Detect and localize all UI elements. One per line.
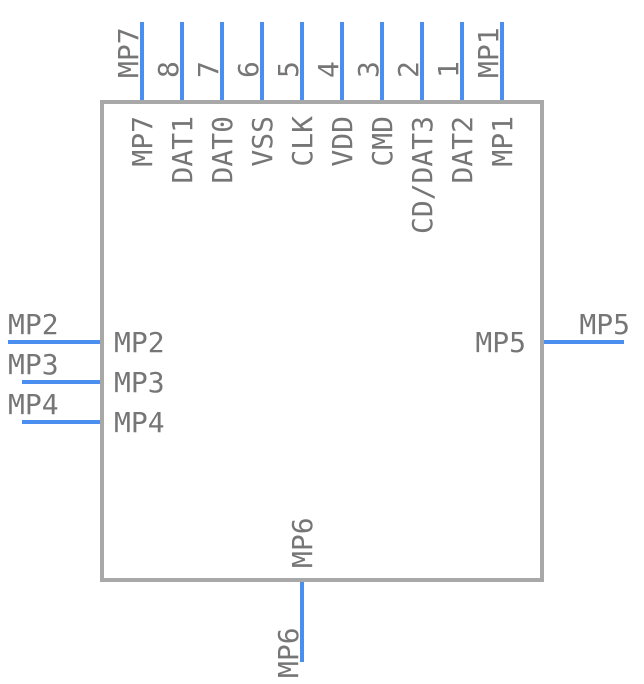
top-pin-8-signal: CD/DAT3 [406, 116, 439, 234]
left-pin-2-signal: MP3 [114, 366, 165, 399]
top-pin-5-signal: CLK [286, 116, 319, 167]
pin-group: MP7MP78DAT17DAT06VSS5CLK4VDD3CMD2CD/DAT3… [8, 22, 630, 678]
top-pin-1-number: MP7 [112, 27, 145, 78]
top-pin-10-signal: MP1 [486, 116, 519, 167]
right-pin-1-signal: MP5 [475, 326, 526, 359]
right-pin-1-number: MP5 [579, 308, 630, 341]
top-pin-7-number: 3 [352, 61, 385, 78]
top-pin-6-signal: VDD [326, 116, 359, 167]
left-pin-2-number: MP3 [8, 348, 59, 381]
top-pin-10-number: MP1 [472, 27, 505, 78]
top-pin-3-number: 7 [192, 61, 225, 78]
top-pin-9-signal: DAT2 [446, 116, 479, 183]
top-pin-3-signal: DAT0 [206, 116, 239, 183]
top-pin-5-number: 5 [272, 61, 305, 78]
left-pin-3-number: MP4 [8, 388, 59, 421]
left-pin-3-signal: MP4 [114, 406, 165, 439]
top-pin-7-signal: CMD [366, 116, 399, 167]
top-pin-9-number: 1 [432, 61, 465, 78]
top-pin-4-signal: VSS [246, 116, 279, 167]
bottom-pin-1-number: MP6 [272, 627, 305, 678]
top-pin-1-signal: MP7 [126, 116, 159, 167]
top-pin-6-number: 4 [312, 61, 345, 78]
left-pin-1-number: MP2 [8, 308, 59, 341]
component-body [100, 100, 544, 582]
left-pin-1-signal: MP2 [114, 326, 165, 359]
top-pin-4-number: 6 [232, 61, 265, 78]
top-pin-8-number: 2 [392, 61, 425, 78]
bottom-pin-1-signal: MP6 [286, 517, 319, 568]
top-pin-2-signal: DAT1 [166, 116, 199, 183]
top-pin-2-number: 8 [152, 61, 185, 78]
